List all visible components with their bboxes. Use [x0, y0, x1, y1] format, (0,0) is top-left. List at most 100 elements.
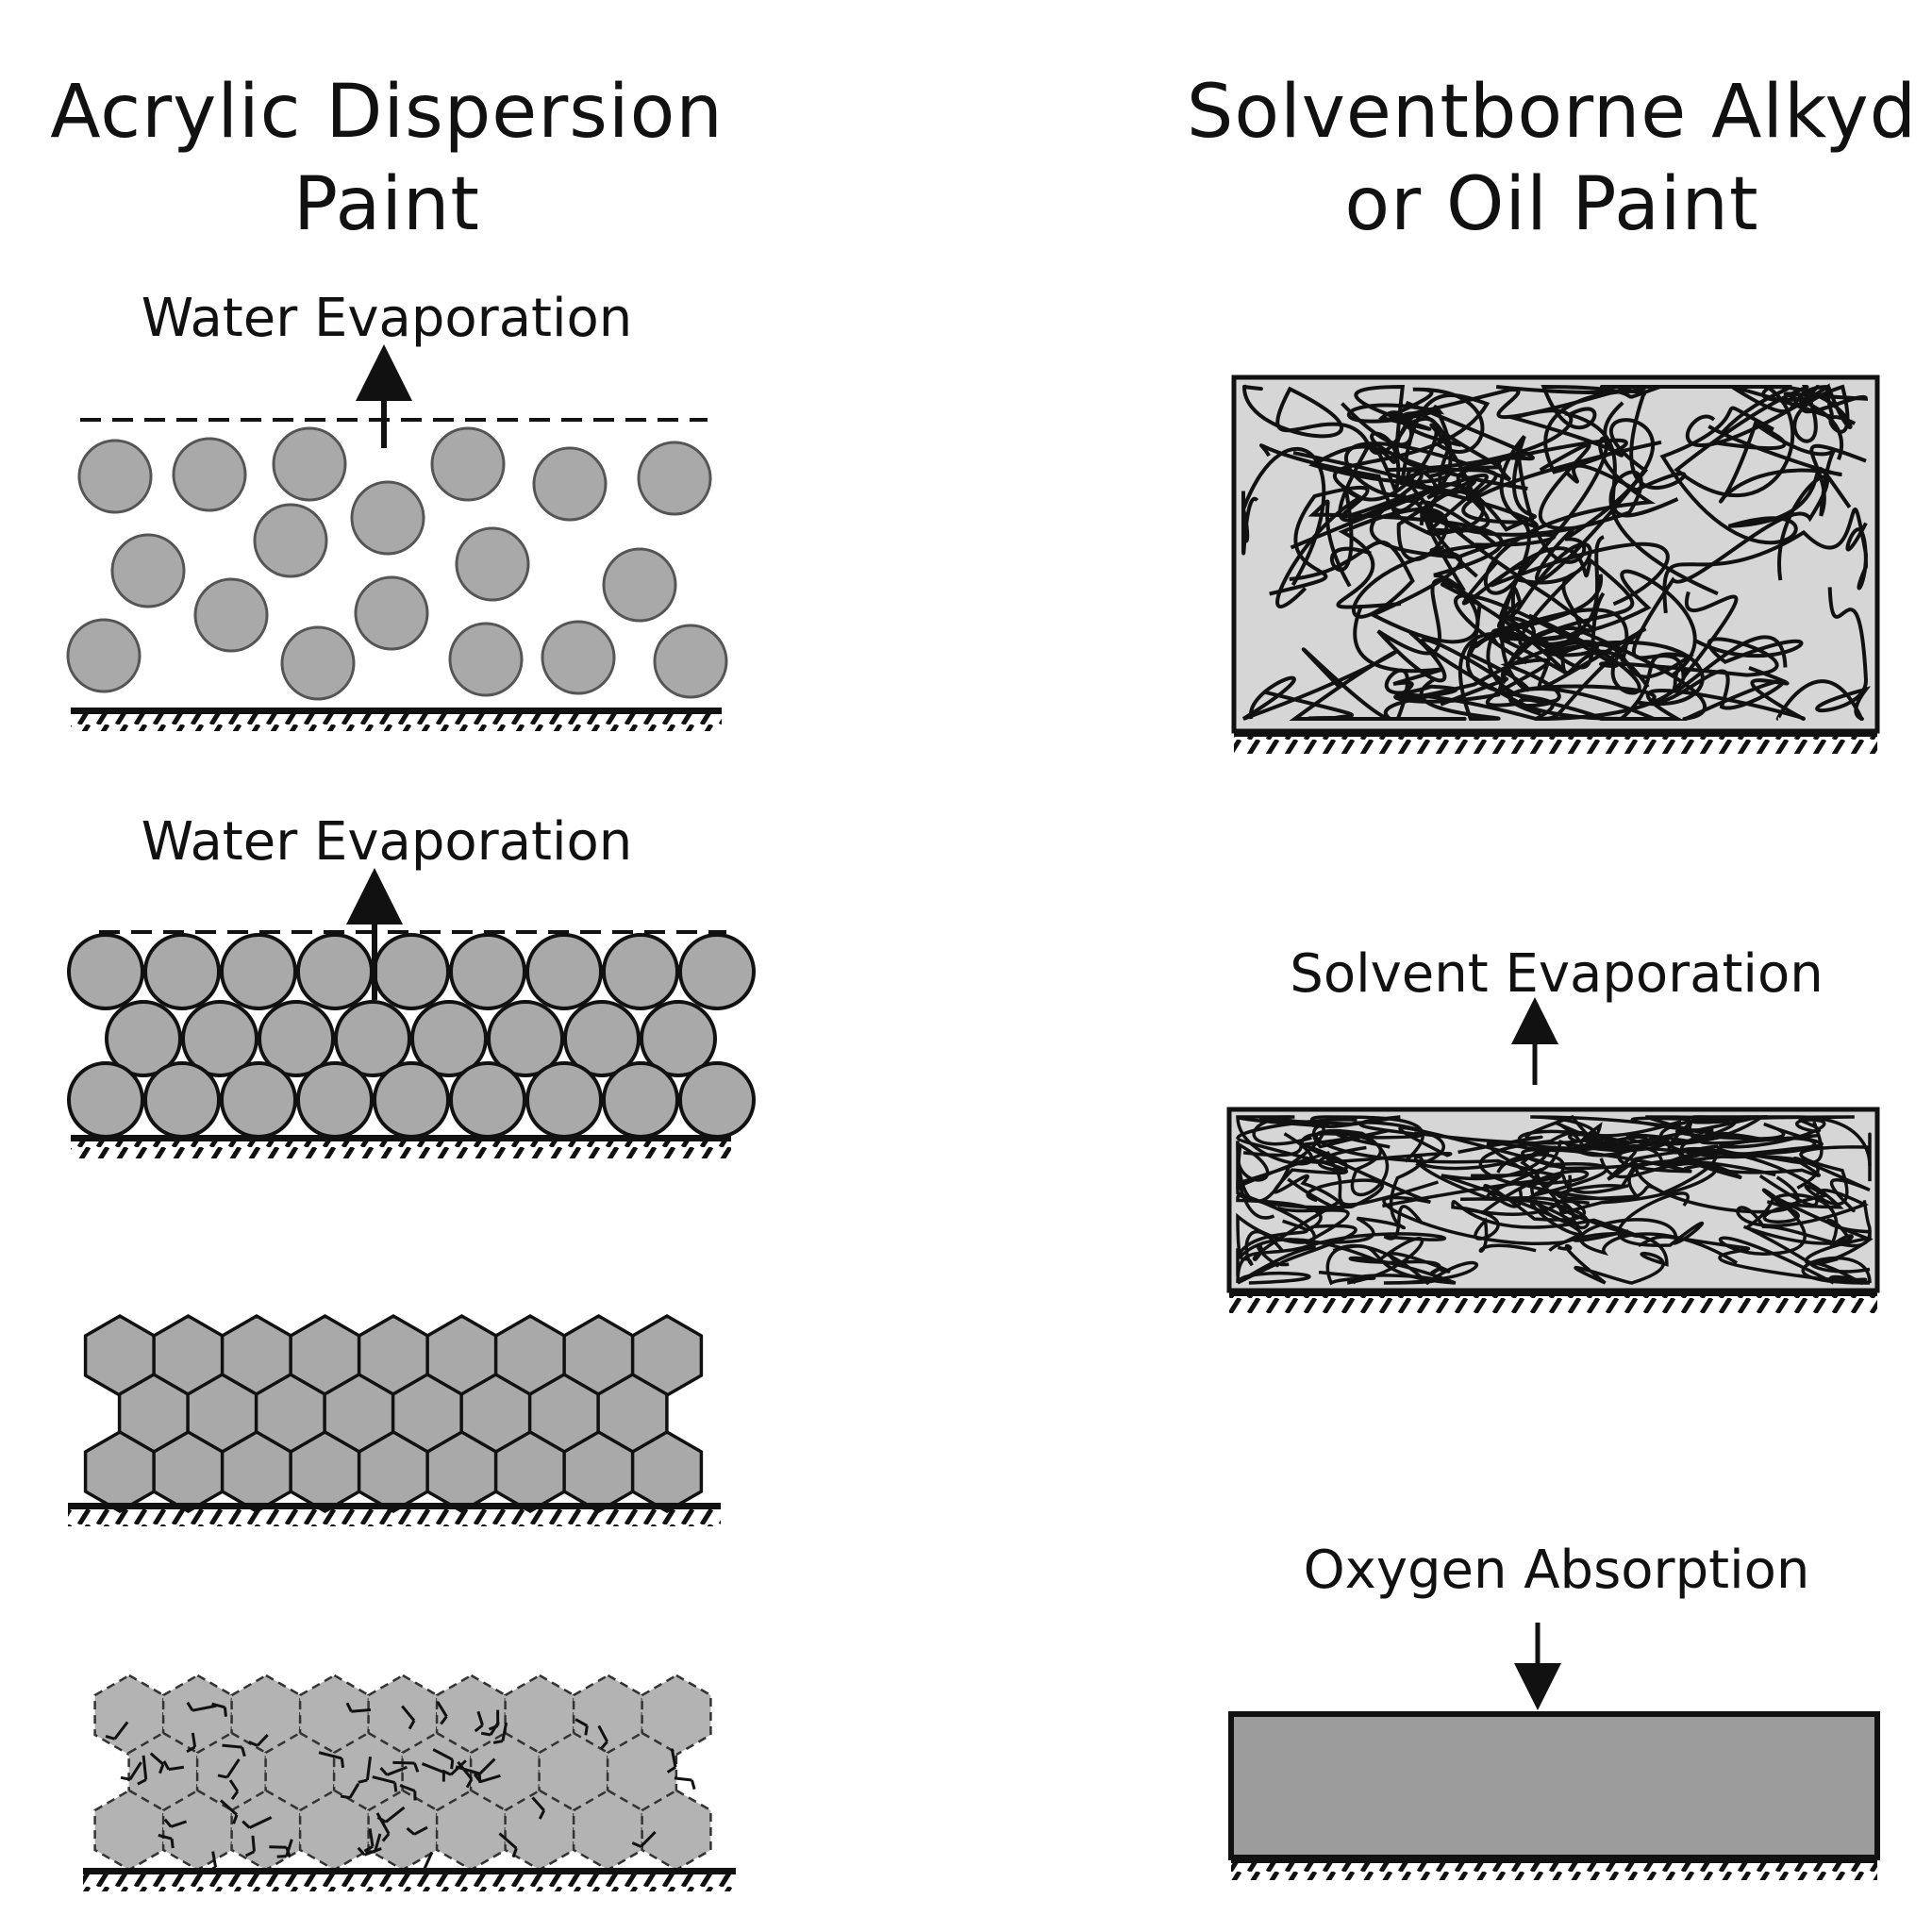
polymer-chain [1236, 1219, 1424, 1285]
packed-particle [563, 1000, 641, 1077]
crosslink-mark [186, 1701, 217, 1712]
polymer-particle [350, 480, 425, 556]
polymer-particle [532, 446, 608, 522]
alkyd-title: Solventborne Alkyd or Oil Paint [1179, 66, 1924, 251]
packed-particle [143, 1061, 221, 1139]
polymer-chain [1638, 1235, 1871, 1286]
polymer-chain [1332, 1244, 1457, 1285]
dense-polymer-chains [1236, 1114, 1874, 1286]
polymer-chain [1236, 1115, 1422, 1158]
substrate-hatch [1231, 1863, 1877, 1880]
polymer-chain [1454, 593, 1804, 677]
packed-particle [220, 1061, 297, 1139]
crosslink-mark [120, 1761, 142, 1781]
polymer-chain [1289, 470, 1719, 619]
polymer-chain [1307, 1125, 1629, 1197]
crosslink-mark [376, 1806, 406, 1824]
packed-particle [602, 933, 679, 1010]
polymer-chain [1336, 411, 1476, 609]
polymer-particle [172, 437, 247, 512]
packed-particle [525, 933, 603, 1010]
polymer-particle [253, 503, 328, 578]
substrate-line [71, 708, 722, 714]
polymer-chain [1308, 1147, 1629, 1245]
crosslink-mark [631, 1830, 657, 1848]
crosslink-mark [597, 1724, 608, 1750]
polymer-chain [1461, 440, 1662, 623]
packed-particle [640, 1000, 717, 1077]
crosslink-mark [432, 1748, 455, 1770]
oxygen-absorption-label: Oxygen Absorption [1303, 1540, 1810, 1601]
polymer-particle [272, 426, 347, 502]
packed-particle [296, 933, 374, 1010]
crosslink-mark [137, 1755, 148, 1786]
packed-particle [678, 1061, 756, 1139]
crosslink-mark [575, 1718, 589, 1736]
polymer-chain [1236, 1118, 1357, 1211]
interdiffused-polymer-chains [105, 1701, 696, 1874]
acrylic-title-line1: Acrylic Dispersion [50, 70, 724, 155]
crosslink-mark [163, 1818, 188, 1828]
crosslink-mark [220, 1799, 239, 1824]
packed-particle [525, 1061, 603, 1139]
polymer-particle [541, 620, 616, 695]
polymer-chain [1521, 1146, 1800, 1214]
alkyd-stage-1-wet-film [1231, 375, 1880, 754]
acrylic-stage-1-wet-film [66, 344, 728, 731]
crosslink-mark [421, 1762, 445, 1782]
polymer-chain [1236, 1205, 1446, 1285]
crosslink-mark [531, 1796, 546, 1820]
polymer-chain [1579, 1191, 1739, 1265]
polymer-particle [193, 577, 269, 653]
packed-particle [105, 1000, 182, 1077]
crosslink-mark [242, 1816, 273, 1829]
polymer-chain [1241, 384, 1424, 526]
packed-particle [67, 933, 144, 1010]
packed-particle [296, 1061, 374, 1139]
crosslink-mark [217, 1758, 241, 1779]
alkyd-title-line2: or Oil Paint [1344, 162, 1759, 247]
packed-particle [334, 1000, 411, 1077]
packed-particle [678, 933, 756, 1010]
polymer-particle [653, 624, 728, 699]
polymer-chain [1662, 508, 1869, 614]
crosslink-mark [318, 1751, 345, 1769]
solvent-evaporation-label: Solvent Evaporation [1290, 943, 1824, 1005]
crosslink-mark [222, 1743, 246, 1757]
polymer-chain [1720, 384, 1869, 460]
polymer-chain [1527, 613, 1788, 721]
packed-particle [373, 1061, 450, 1139]
polymer-chain [1659, 406, 1852, 545]
substrate-hatch [71, 714, 722, 731]
crosslink-mark [228, 1779, 240, 1800]
crosslink-mark [406, 1825, 428, 1836]
crosslink-mark [498, 1832, 518, 1858]
coalesced-hexagonal-particles [93, 1674, 712, 1872]
substrate-line [71, 1135, 731, 1141]
substrate-line [1234, 731, 1877, 737]
crosslink-mark [158, 1833, 175, 1849]
crosslink-mark [248, 1734, 269, 1747]
polymer-chain [1423, 509, 1697, 677]
alkyd-stage-2-solvent-loss [1226, 997, 1880, 1313]
polymer-chain [1507, 666, 1806, 722]
substrate-line [83, 1868, 736, 1874]
crosslink-mark [186, 1732, 197, 1754]
crosslink-mark [358, 1757, 373, 1784]
packed-particle [181, 1000, 258, 1077]
crosslink-mark [276, 1839, 293, 1858]
substrate-hatch [1229, 1296, 1877, 1313]
cured-film-box [1228, 1711, 1880, 1860]
crosslink-mark [244, 1835, 256, 1857]
acrylic-title-line2: Paint [292, 162, 481, 247]
packed-particle [220, 933, 297, 1010]
crosslink-mark [666, 1748, 677, 1774]
polymer-particle [637, 441, 712, 516]
packed-particle [373, 933, 450, 1010]
packed-particle [487, 1000, 564, 1077]
packed-particle [449, 933, 526, 1010]
crosslink-mark [392, 1760, 420, 1773]
coalesced-cell [641, 1674, 712, 1757]
crosslink-mark [436, 1701, 448, 1725]
